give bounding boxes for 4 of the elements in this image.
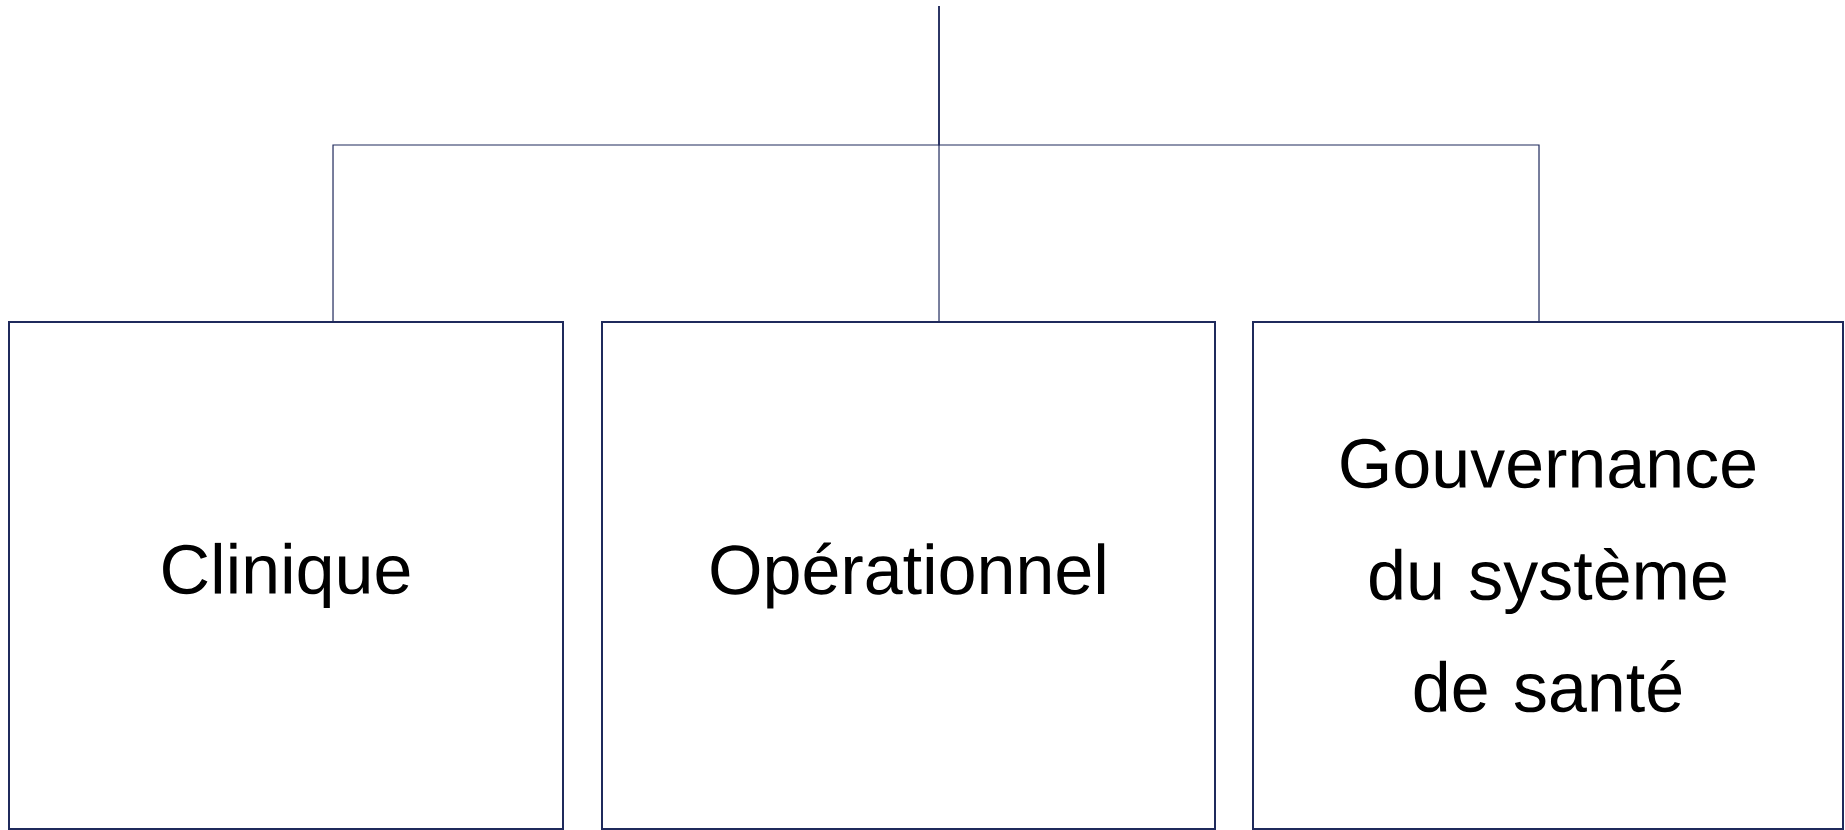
- connector-line: [938, 5, 1540, 322]
- category-box: Clinique: [8, 321, 564, 830]
- category-box: Gouvernance du système de santé: [1252, 321, 1844, 830]
- category-box: Opérationnel: [601, 321, 1216, 830]
